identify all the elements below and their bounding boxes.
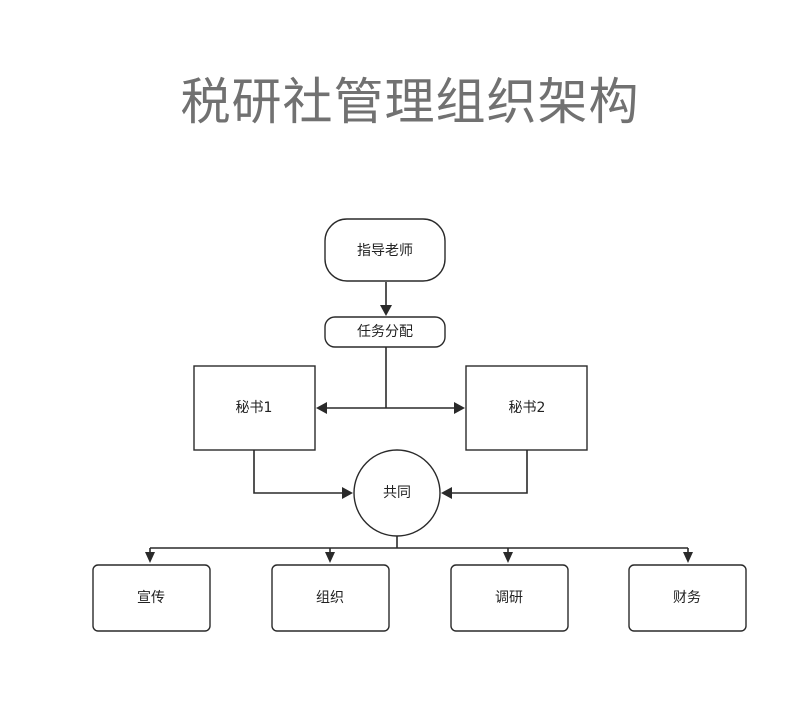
page-title: 税研社管理组织架构 [180, 73, 640, 131]
node-secretary-1: 秘书1 [193, 365, 316, 451]
node-research: 调研 [450, 564, 569, 632]
node-task-assignment-label: 任务分配 [357, 324, 413, 340]
node-publicity-label: 宣传 [137, 590, 165, 606]
node-secretary-2-label: 秘书2 [509, 400, 546, 416]
edge-secretary2-to-joint [441, 450, 528, 499]
edge-joint-to-departments [145, 534, 693, 563]
node-joint: 共同 [353, 449, 441, 537]
node-task-assignment: 任务分配 [324, 316, 446, 348]
node-research-label: 调研 [495, 590, 523, 606]
node-joint-label: 共同 [383, 485, 411, 501]
node-advisor: 指导老师 [324, 218, 446, 282]
node-publicity: 宣传 [92, 564, 211, 632]
node-organization: 组织 [271, 564, 390, 632]
node-secretary-2: 秘书2 [465, 365, 588, 451]
edge-advisor-to-task [380, 282, 392, 316]
node-finance-label: 财务 [673, 590, 701, 606]
node-finance: 财务 [628, 564, 747, 632]
edge-task-to-secretaries [316, 347, 465, 414]
edge-secretary1-to-joint [253, 450, 353, 499]
node-secretary-1-label: 秘书1 [236, 400, 273, 416]
node-organization-label: 组织 [316, 590, 344, 606]
node-advisor-label: 指导老师 [357, 243, 413, 259]
